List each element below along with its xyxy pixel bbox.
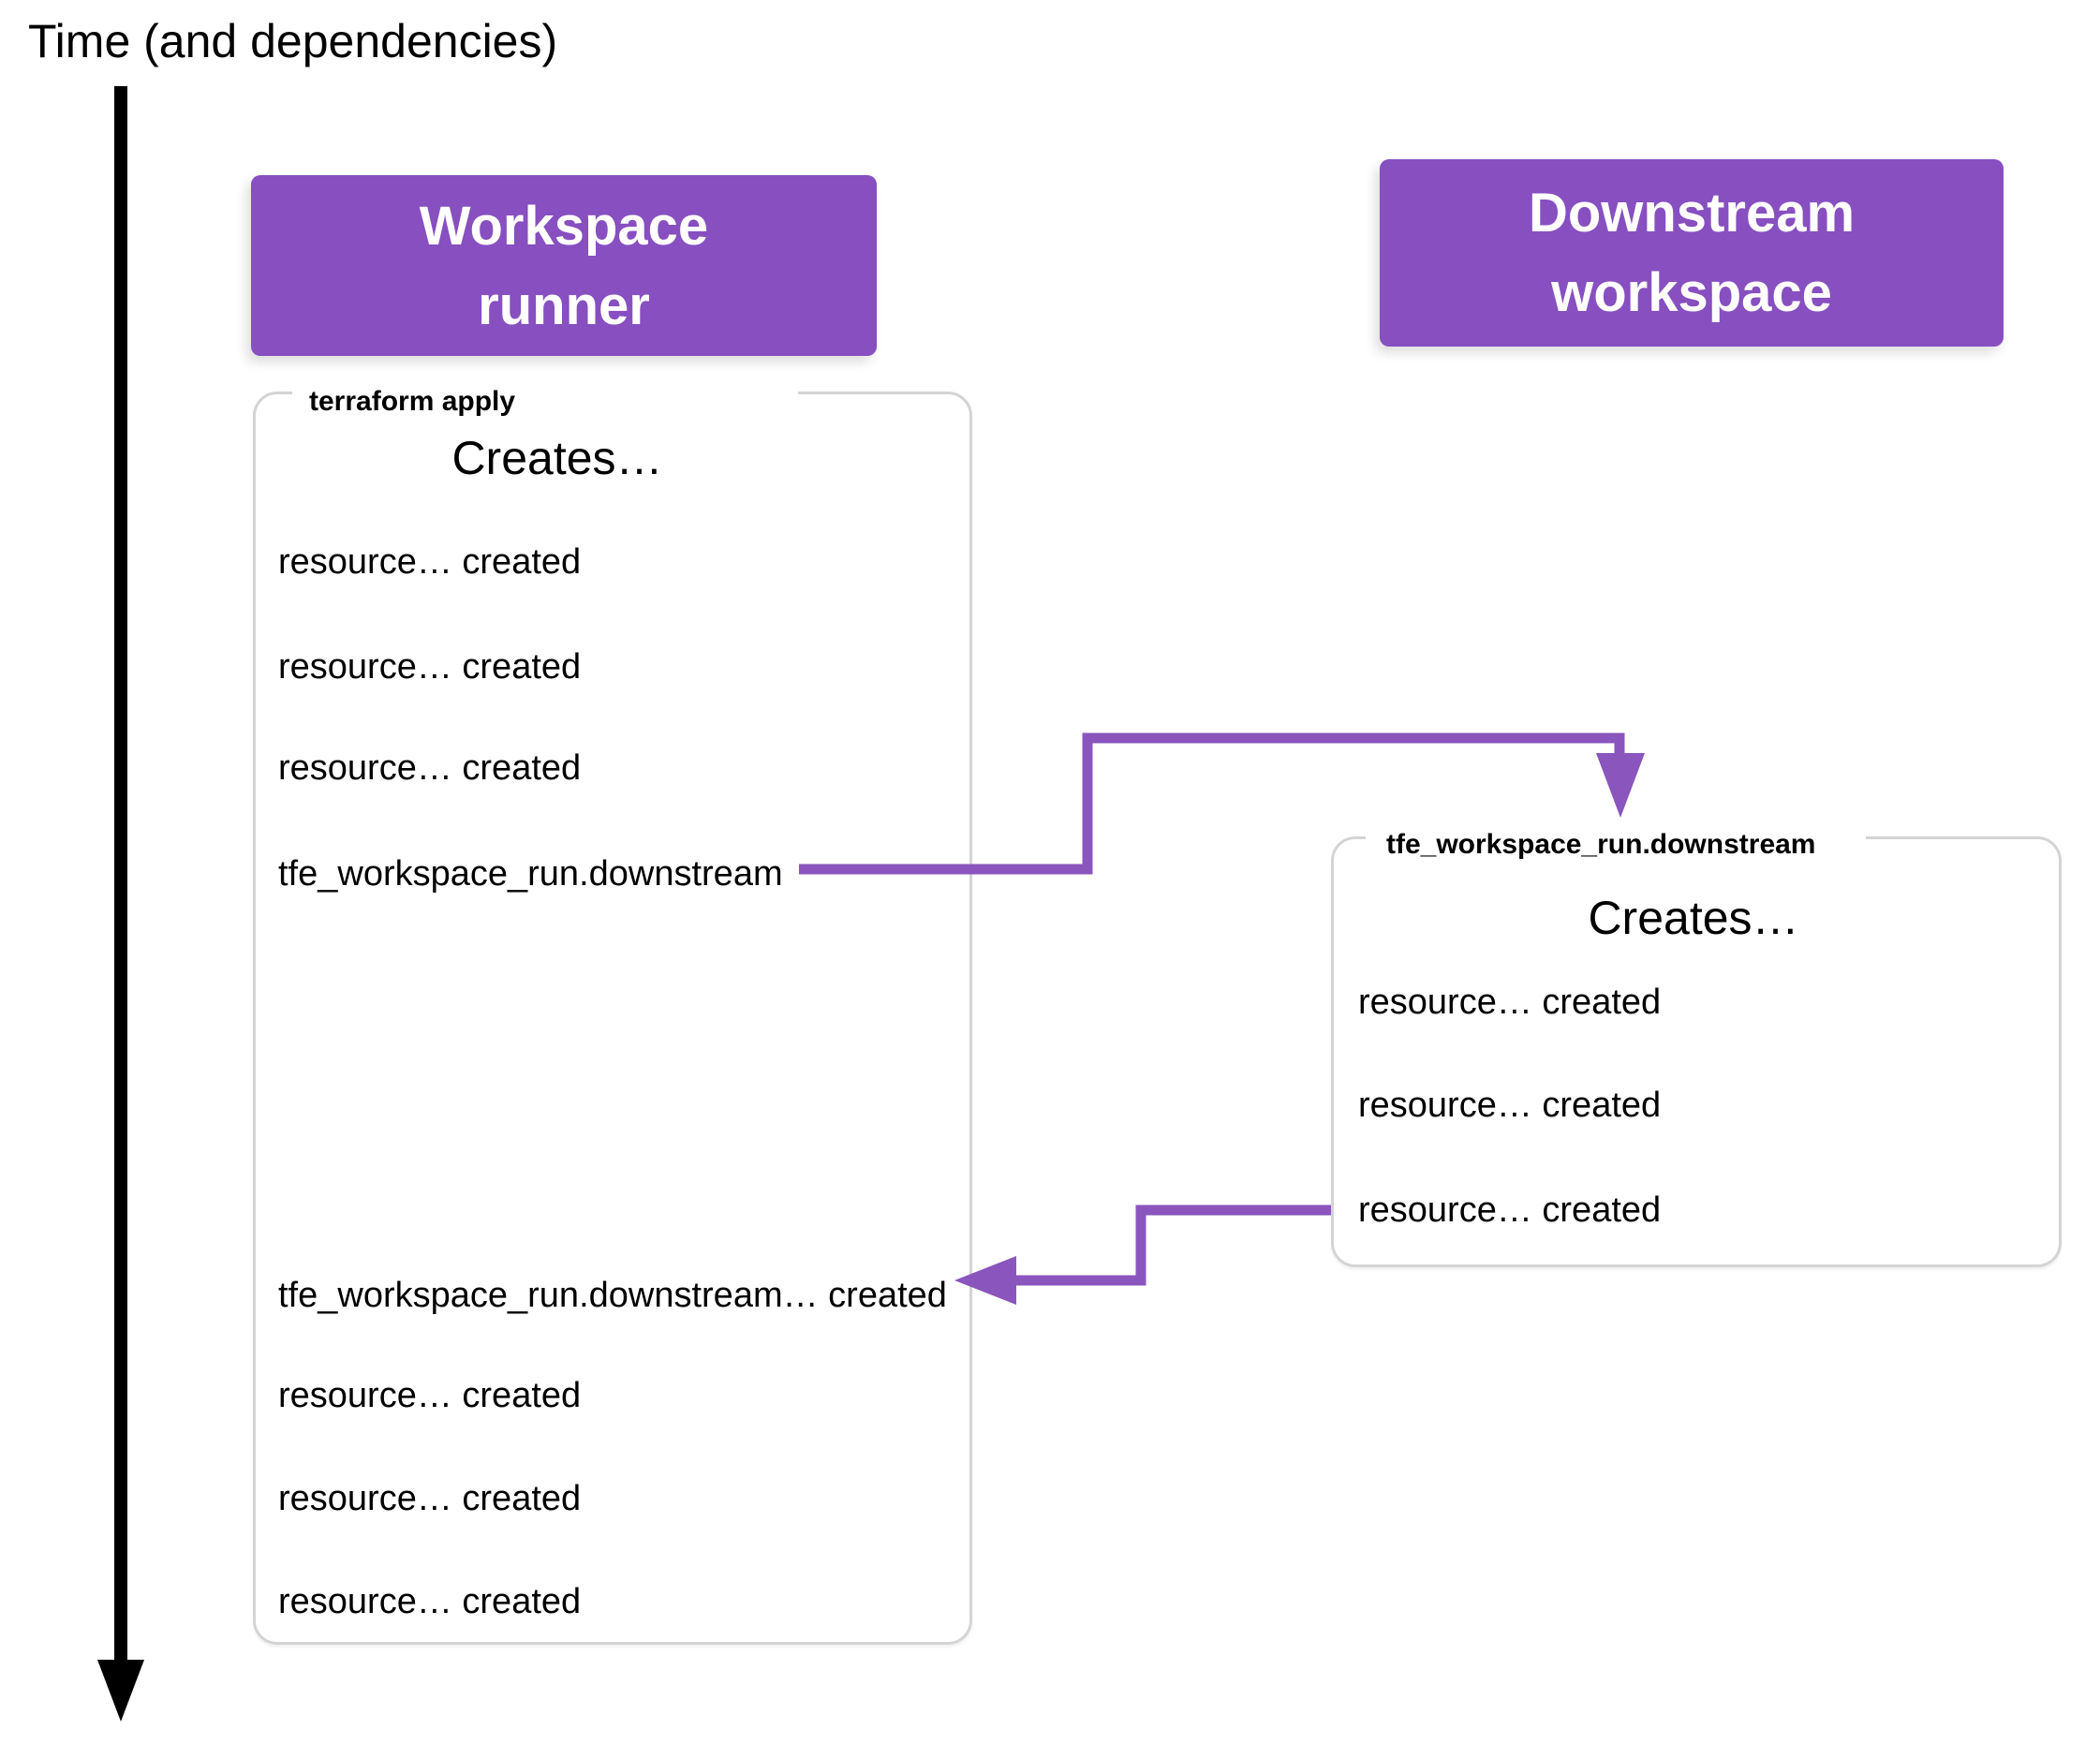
runner-row-resource-3: resource… created xyxy=(278,748,582,788)
downstream-creates-heading: Creates… xyxy=(1588,892,1799,944)
runner-legend-gap xyxy=(292,389,798,397)
terraform-apply-panel xyxy=(253,392,972,1645)
header-workspace-runner-line1: Workspace xyxy=(419,195,709,257)
runner-row-resource-2: resource… created xyxy=(278,647,582,687)
downstream-row-resource-1: resource… created xyxy=(1358,983,1662,1022)
runner-row-resource-4: resource… created xyxy=(278,1376,582,1415)
header-downstream-workspace-line1: Downstream xyxy=(1528,183,1856,244)
runner-creates-heading: Creates… xyxy=(451,432,663,484)
time-axis-down-arrow-icon xyxy=(97,86,144,1722)
runner-row-tfe-workspace-run: tfe_workspace_run.downstream xyxy=(278,854,783,894)
runner-row-resource-6: resource… created xyxy=(278,1582,582,1621)
header-workspace-runner-line2: runner xyxy=(478,274,650,336)
return-to-runner-arrow-icon xyxy=(954,1205,1331,1305)
downstream-row-resource-3: resource… created xyxy=(1358,1190,1662,1230)
timeline-label: Time (and dependencies) xyxy=(28,15,558,67)
header-downstream-workspace: Downstream workspace xyxy=(1380,159,2004,347)
runner-row-resource-5: resource… created xyxy=(278,1479,582,1518)
runner-panel-legend: terraform apply xyxy=(309,386,516,417)
downstream-panel-legend: tfe_workspace_run.downstream xyxy=(1386,829,1816,860)
runner-row-tfe-workspace-run-created: tfe_workspace_run.downstream… created xyxy=(278,1276,947,1315)
downstream-row-resource-2: resource… created xyxy=(1358,1086,1662,1125)
runner-row-resource-1: resource… created xyxy=(278,542,582,582)
header-downstream-workspace-line2: workspace xyxy=(1551,262,1832,323)
header-workspace-runner: Workspace runner xyxy=(251,175,877,356)
